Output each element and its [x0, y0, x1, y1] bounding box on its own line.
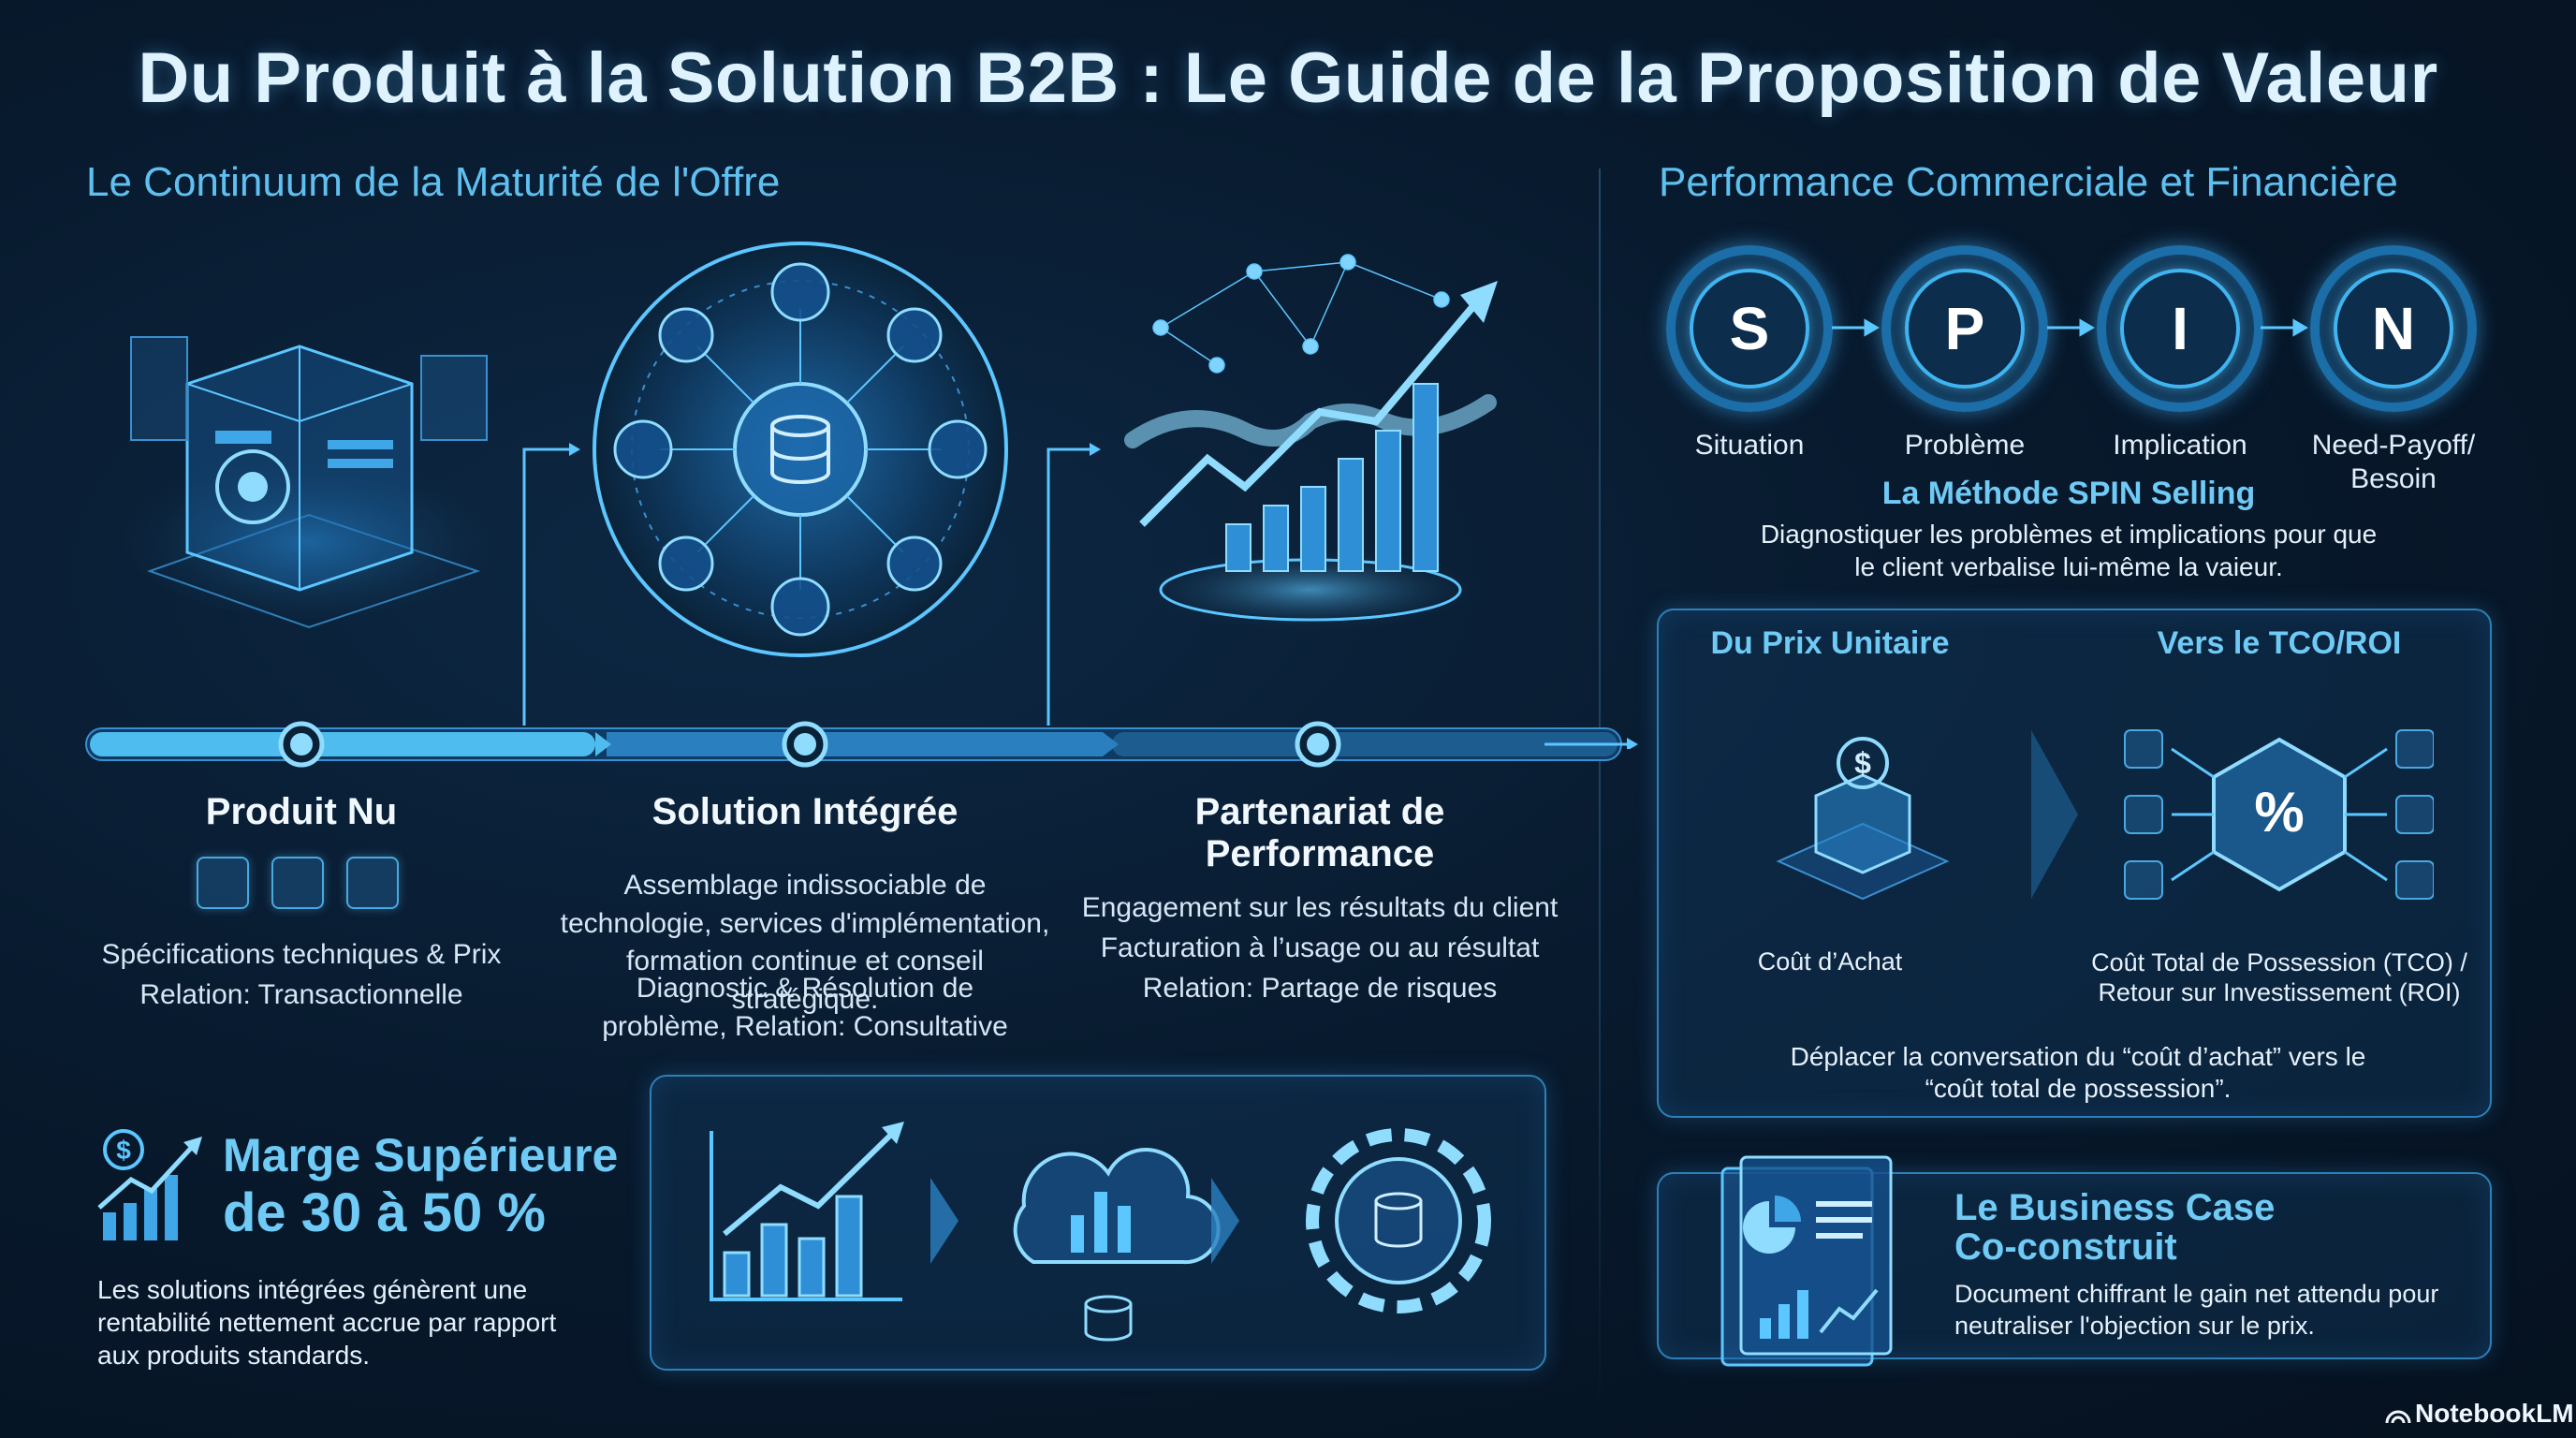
- spin-s-circle: S: [1666, 245, 1833, 412]
- invoice-icon: [271, 857, 324, 909]
- price-right-caption: Coût Total de Possession (TCO) / Retour …: [2091, 948, 2467, 1007]
- price-left-title: Du Prix Unitaire: [1710, 625, 1950, 661]
- stage-produit-nu-desc: Spécifications techniques & Prix: [101, 939, 502, 970]
- spin-n-letter: N: [2334, 269, 2453, 389]
- spin-i-letter: I: [2120, 269, 2240, 389]
- svg-text:$: $: [1854, 746, 1871, 780]
- spin-p-circle: P: [1881, 245, 2048, 412]
- stage-produit-nu-icons: [197, 857, 412, 913]
- section-divider: [1599, 169, 1601, 1414]
- price-tco-panel: [1657, 609, 2492, 1118]
- spin-i-circle: I: [2097, 245, 2263, 412]
- timeline-connectors: [522, 443, 1638, 749]
- brand-label: NotebookLM: [2415, 1399, 2574, 1428]
- spin-arrows: [1832, 318, 2308, 337]
- spin-s-letter: S: [1690, 269, 1809, 389]
- stage-partenariat-title: Partenariat de Performance: [1194, 791, 1445, 874]
- spin-p-label: Problème: [1904, 430, 2026, 461]
- notebooklm-logo-icon: [2385, 1410, 2411, 1424]
- margin-headline-1: Marge Supérieure: [223, 1129, 619, 1181]
- server-cube-icon: [122, 336, 496, 629]
- price-right-title: Vers le TCO/ROI: [2157, 625, 2402, 661]
- handshake-growth-icon: [1124, 254, 1498, 632]
- stage-solution-desc: Assemblage indissociable de technologie,…: [560, 870, 1050, 1015]
- stage-produit-nu-title: Produit Nu: [205, 791, 398, 832]
- spin-n-circle: N: [2310, 245, 2477, 412]
- chart-icon: [197, 857, 249, 909]
- solution-orb-icon: [593, 242, 1008, 657]
- margin-headline-2: de 30 à 50 %: [223, 1182, 546, 1243]
- continuum-heading: Le Continuum de la Maturité de l'Offre: [86, 159, 781, 205]
- spin-title: La Méthode SPIN Selling: [1881, 476, 2256, 511]
- spin-s-label: Situation: [1694, 430, 1805, 461]
- handshake-icon: [346, 857, 399, 909]
- stage-partenariat-desc3: Relation: Partage de risques: [1142, 973, 1498, 1004]
- spin-desc: Diagnostiquer les problèmes et implicati…: [1760, 520, 2378, 581]
- page-title: Du Produit à la Solution B2B : Le Guide …: [138, 38, 2438, 118]
- stage-solution-relation: Diagnostic & Résolution de problème, Rel…: [602, 973, 1008, 1042]
- percent-hexagon-icon: $ %: [1776, 729, 2434, 901]
- spin-i-label: Implication: [2113, 430, 2247, 461]
- spin-p-letter: P: [1905, 269, 2025, 389]
- price-bottom-text: Déplacer la conversation du “coût d’acha…: [1790, 1042, 2366, 1104]
- svg-text:%: %: [2254, 781, 2304, 844]
- business-case-desc: Document chiffrant le gain net attendu p…: [1954, 1280, 2439, 1340]
- business-case-title-2: Co-construit: [1954, 1226, 2177, 1268]
- price-left-caption: Coût d’Achat: [1757, 947, 1903, 976]
- business-case-title-1: Le Business Case: [1954, 1187, 2276, 1228]
- stage-produit-nu-relation: Relation: Transactionnelle: [139, 979, 463, 1010]
- document-chart-icon: [1720, 1155, 1893, 1367]
- stage-partenariat-desc2: Facturation à l’usage ou au résultat: [1100, 932, 1540, 963]
- dollar-growth-icon: $: [97, 1129, 202, 1240]
- stage-solution-title: Solution Intégrée: [651, 791, 959, 832]
- maturity-timeline: [85, 721, 1627, 768]
- stage-partenariat-desc1: Engagement sur les résultats du client: [1081, 892, 1559, 923]
- svg-text:$: $: [116, 1136, 131, 1165]
- performance-heading: Performance Commerciale et Financière: [1659, 159, 2398, 205]
- chart-cloud-gear-icon: [710, 1122, 1491, 1342]
- margin-desc: Les solutions intégrées génèrent une ren…: [97, 1275, 557, 1370]
- spin-n-label: Need-Payoff/ Besoin: [2311, 430, 2476, 494]
